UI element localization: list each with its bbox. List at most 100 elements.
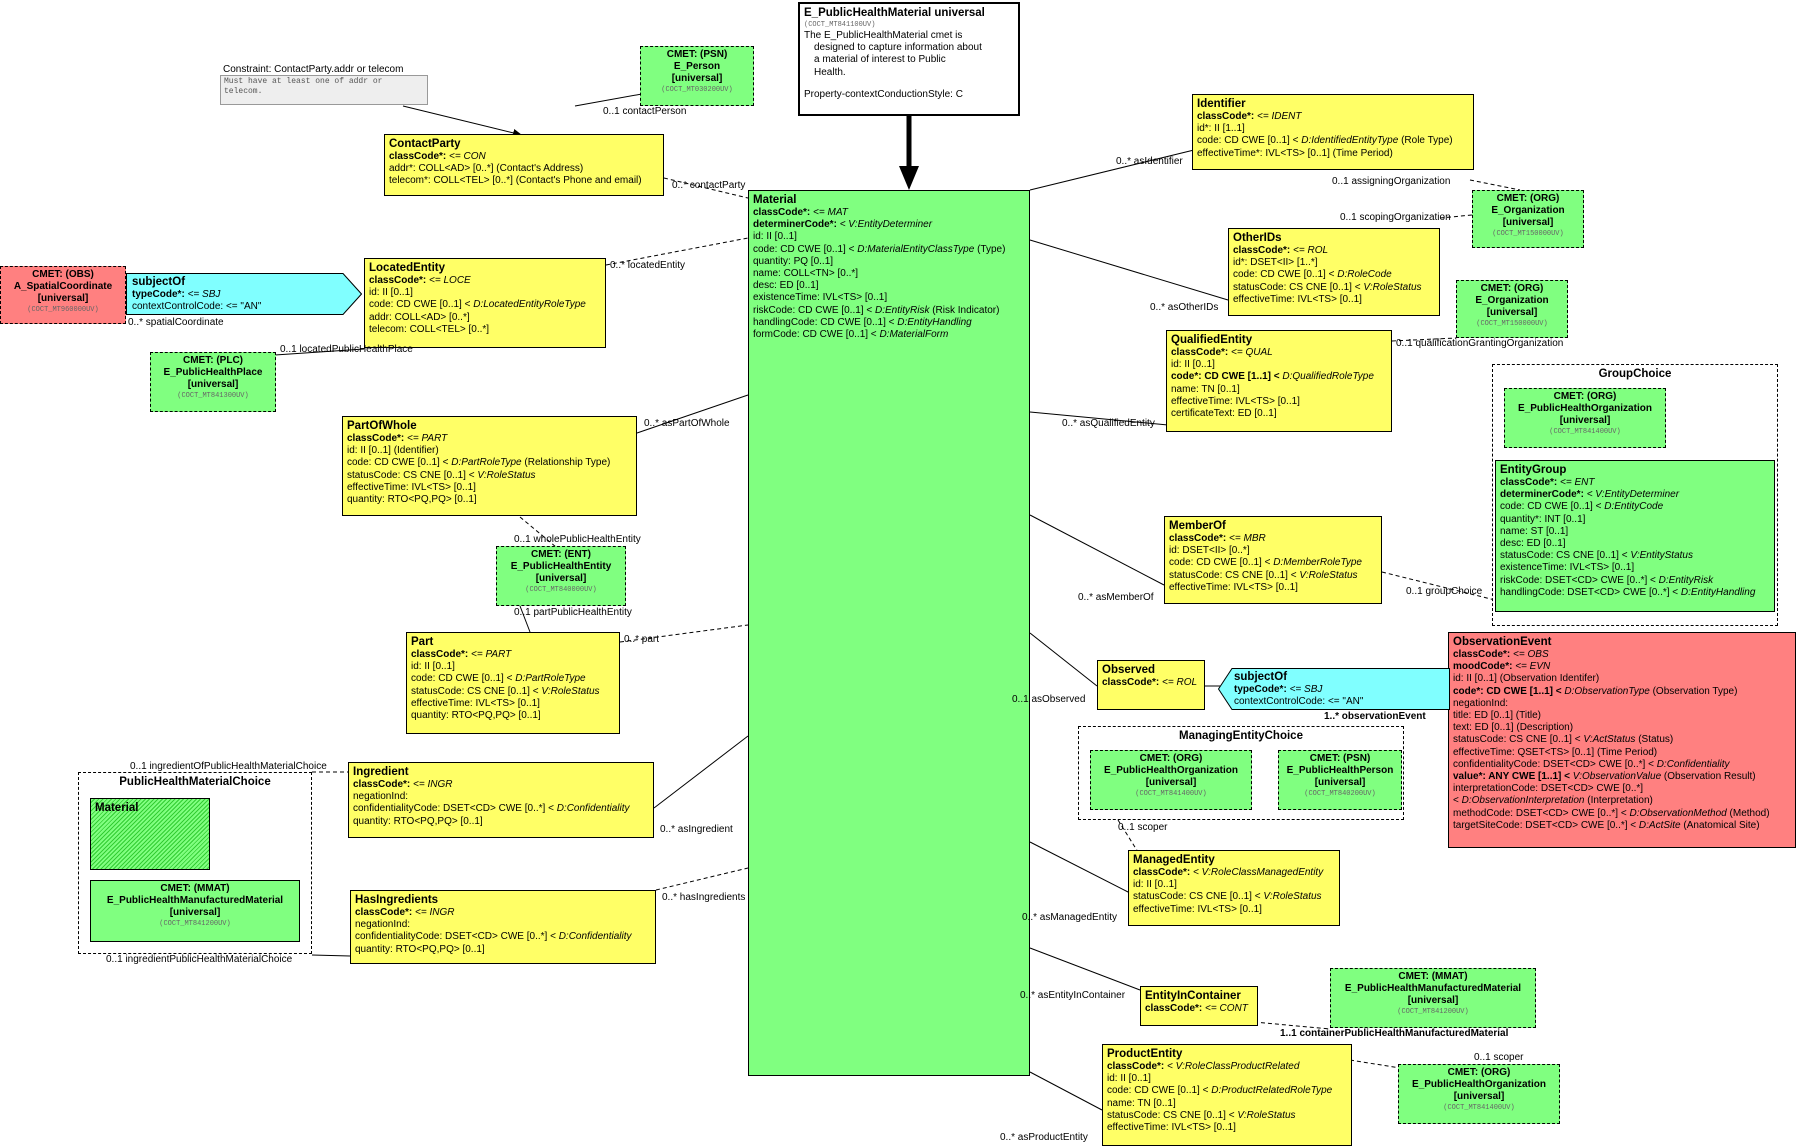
ingredient-attr-2-part-0: confidentialityCode: DSET<CD> CWE [0..*]… <box>353 803 557 815</box>
qualified_entity-title: QualifiedEntity <box>1171 334 1253 346</box>
wire-part <box>619 624 749 643</box>
subject_of_left-title: subjectOf <box>132 276 186 288</box>
material-attr-6-part-0: desc: ED [0..1] <box>753 280 819 292</box>
part_of_whole-attr-4: effectiveTime: IVL<TS> [0..1] <box>347 482 632 494</box>
part_of_whole-attr-0-part-0: classCode*: <box>347 433 408 444</box>
subject_of_right-attr-0: typeCode*: <= SBJ <box>1234 684 1446 696</box>
cmet-pho_product-sub: [universal] <box>1453 1091 1505 1102</box>
other_ids-attr-4: effectiveTime: IVL<TS> [0..1] <box>1233 294 1435 306</box>
header-box: E_PublicHealthMaterial universal (COCT_M… <box>798 2 1020 116</box>
subject_of_left-attr-0-part-0: typeCode*: <box>132 289 188 300</box>
part-attr-4-part-0: effectiveTime: IVL<TS> [0..1] <box>411 697 540 709</box>
qualified_entity-attr-2: code*: CD CWE [1..1] < D:QualifiedRoleTy… <box>1171 371 1387 383</box>
part-attr-0-part-0: classCode*: <box>411 649 472 660</box>
cmet-pho_product-kind: CMET: (ORG) <box>1447 1067 1511 1078</box>
observation_event-attr-0-part-0: classCode*: <box>1453 649 1514 660</box>
material-attr-10-part-0: formCode: CD CWE [0..1] < <box>753 329 880 341</box>
class-choice-material: Material <box>90 798 210 870</box>
part_of_whole-attr-5-part-0: quantity: RTO<PQ,PQ> [0..1] <box>347 494 477 506</box>
header-desc-0: The E_PublicHealthMaterial cmet is <box>804 30 963 41</box>
entity_group-attr-8-part-0: riskCode: DSET<CD> CWE [0..*] < <box>1500 574 1659 586</box>
observation_event-attr-1-part-0: moodCode*: <box>1453 661 1516 673</box>
cmet-org_qual-name: E_Organization <box>1475 295 1549 306</box>
qualified_entity-attr-0: classCode*: <= QUAL <box>1171 347 1387 359</box>
subject_of_right-title: subjectOf <box>1234 671 1288 683</box>
cmet-ph_entity-code: (COCT_MT840000UV) <box>525 586 597 594</box>
part-attr-4: effectiveTime: IVL<TS> [0..1] <box>411 698 615 710</box>
subject-of-left-outline <box>126 273 362 315</box>
managed_entity-attr-3: effectiveTime: IVL<TS> [0..1] <box>1133 904 1335 916</box>
entity_group-attr-0: classCode*: <= ENT <box>1500 477 1770 489</box>
wire-scoper-manage <box>1117 819 1139 853</box>
identifier-attr-2-part-2: (Role Type) <box>1398 135 1453 147</box>
subject_of_left-attr-1-part-0: contextControlCode: <= "AN" <box>132 301 262 313</box>
public-health-material-choice-title: PublicHealthMaterialChoice <box>119 776 271 788</box>
part_of_whole-attr-3-part-1: V:RoleStatus <box>477 469 536 481</box>
label-contact-party: 0..* contactParty <box>672 180 746 191</box>
material-attr-1-part-0: determinerCode*: <box>753 219 840 231</box>
has_ingredients-attr-0-part-0: classCode*: <box>355 907 416 918</box>
material-attr-9: handlingCode: CD CWE [0..1] < D:EntityHa… <box>753 317 1025 329</box>
entity_group-attr-0-part-1: <= ENT <box>1560 477 1595 488</box>
material-attr-7-part-0: existenceTime: IVL<TS> [0..1] <box>753 292 888 304</box>
header-arrow-head <box>899 166 919 190</box>
observation_event-attr-13: methodCode: DSET<CD> CWE [0..*] < D:Obse… <box>1453 808 1791 820</box>
label-as-observed: 0..1 asObserved <box>1012 694 1086 705</box>
observation_event-attr-3-part-0: code*: CD CWE [1..1] < <box>1453 685 1565 697</box>
has_ingredients-title: HasIngredients <box>355 894 439 906</box>
label-scoper-manage: 0..1 scoper <box>1118 822 1168 833</box>
identifier-attr-3-part-0: effectiveTime*: IVL<TS> [0..1] (Time Per… <box>1197 147 1393 159</box>
cmet-ph_entity-name: E_PublicHealthEntity <box>510 561 612 572</box>
label-located-place: 0..1 locatedPublicHealthPlace <box>280 344 413 355</box>
other_ids-attr-0-part-0: classCode*: <box>1233 245 1294 256</box>
cmet-php_manage-code: (COCT_MT840200UV) <box>1304 790 1376 798</box>
cmet-org-qualification: CMET: (ORG)E_Organization[universal](COC… <box>1456 280 1568 338</box>
observation_event-attr-9: confidentialityCode: DSET<CD> CWE [0..*]… <box>1453 759 1791 771</box>
label-scoper-product: 0..1 scoper <box>1474 1052 1524 1063</box>
member_of-attr-3: statusCode: CS CNE [0..1] < V:RoleStatus <box>1169 570 1377 582</box>
material-attr-2-part-0: id: II [0..1] <box>753 231 797 243</box>
located_entity-attr-3: addr: COLL<AD> [0..*] <box>369 312 601 324</box>
observation_event-attr-9-part-1: D:Confidentiality <box>1656 758 1730 770</box>
product_entity-title: ProductEntity <box>1107 1048 1183 1060</box>
wire-assigning-org <box>1469 179 1521 191</box>
observation_event-attr-12: < D:ObservationInterpretation (Interpret… <box>1453 795 1791 807</box>
entity_group-attr-9-part-0: handlingCode: DSET<CD> CWE [0..*] < <box>1500 586 1681 598</box>
material-attr-3-part-2: (Type) <box>974 243 1006 255</box>
located_entity-attr-0-part-0: classCode*: <box>369 275 430 286</box>
observed-title: Observed <box>1102 664 1156 676</box>
other_ids-attr-2-part-1: D:RoleCode <box>1337 269 1392 281</box>
material-attr-1: determinerCode*: < V:EntityDeterminer <box>753 219 1025 231</box>
cmet-place: CMET: (PLC)E_PublicHealthPlace[universal… <box>150 352 276 412</box>
cmet-php_manage-kind: CMET: (PSN) <box>1309 753 1371 764</box>
cmet-spatial-sub: [universal] <box>37 293 89 304</box>
observation_event-attr-5: title: ED [0..1] (Title) <box>1453 710 1791 722</box>
label-qual-granting: 0..1 qualificationGrantingOrganization <box>1396 338 1564 349</box>
label-as-part-of-whole: 0..* asPartOfWhole <box>644 418 730 429</box>
part-attr-3: statusCode: CS CNE [0..1] < V:RoleStatus <box>411 686 615 698</box>
product_entity-attr-5: effectiveTime: IVL<TS> [0..1] <box>1107 1122 1347 1134</box>
entity_group-attr-1-part-1: < V:EntityDeterminer <box>1586 489 1680 501</box>
cmet-phmm-container: CMET: (MMAT)E_PublicHealthManufacturedMa… <box>1330 968 1536 1028</box>
observation_event-attr-13-part-2: (Method) <box>1726 807 1770 819</box>
entity_group-attr-1-part-0: determinerCode*: <box>1500 489 1587 501</box>
header-desc-3: Health. <box>814 66 846 78</box>
part_of_whole-attr-4-part-0: effectiveTime: IVL<TS> [0..1] <box>347 481 476 493</box>
cmet-place-sub: [universal] <box>187 379 239 390</box>
observation_event-attr-2: id: II [0..1] (Observation Identifer) <box>1453 673 1791 685</box>
group-choice-title: GroupChoice <box>1598 368 1672 380</box>
qualified_entity-attr-4: effectiveTime: IVL<TS> [0..1] <box>1171 396 1387 408</box>
label-as-managed: 0..* asManagedEntity <box>1022 912 1118 923</box>
cmet-spatial-code: (COCT_MT960000UV) <box>27 306 99 314</box>
identifier-attr-1: id*: II [1..1] <box>1197 123 1469 135</box>
material-attr-10: formCode: CD CWE [0..1] < D:MaterialForm <box>753 329 1025 341</box>
located_entity-attr-1-part-0: id: II [0..1] <box>369 287 413 299</box>
cmet-phmm_container-code: (COCT_MT841200UV) <box>1397 1008 1469 1016</box>
label-assigning-org: 0..1 assigningOrganization <box>1332 176 1451 187</box>
wire-observed <box>1029 632 1098 687</box>
material-attr-1-part-1: < V:EntityDeterminer <box>839 219 933 231</box>
